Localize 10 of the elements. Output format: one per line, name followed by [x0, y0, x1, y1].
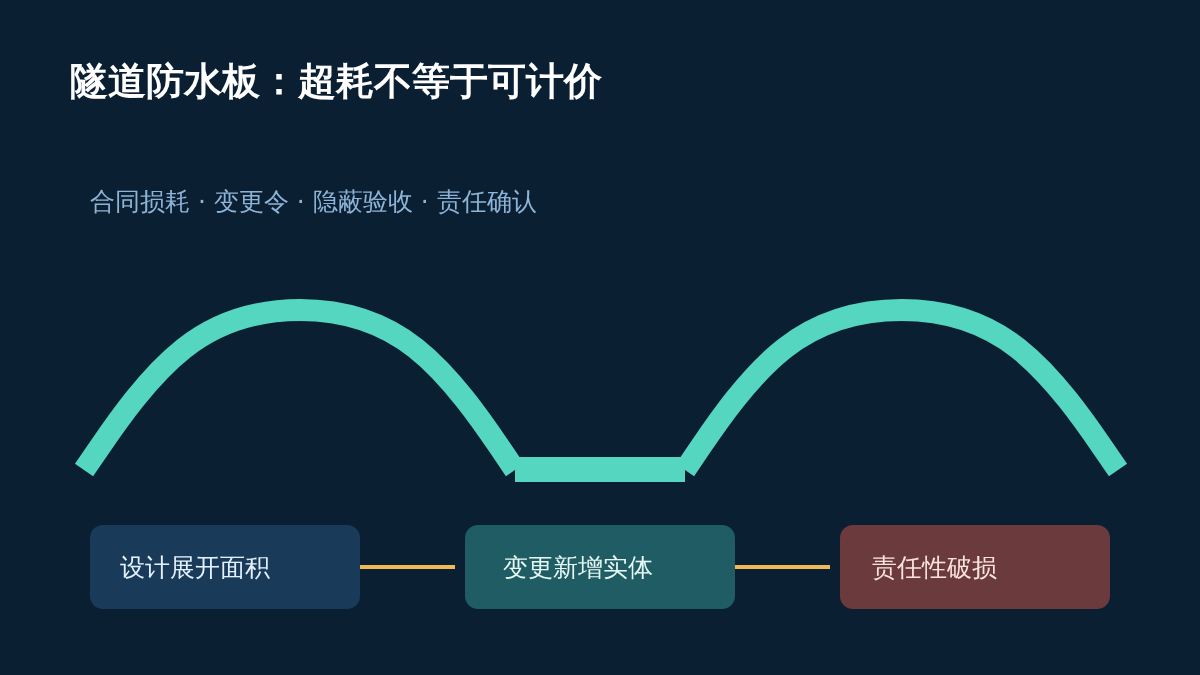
- connector-line: [735, 565, 830, 569]
- box-label: 责任性破损: [872, 551, 997, 584]
- stage-box: [90, 525, 360, 609]
- stage-box: [465, 525, 735, 609]
- title: 隧道防水板：超耗不等于可计价: [70, 58, 602, 105]
- box-label: 设计展开面积: [120, 551, 270, 584]
- subtitle: 合同损耗 · 变更令 · 隐蔽验收 · 责任确认: [90, 186, 537, 218]
- stage-box: [840, 525, 1110, 609]
- connector-line: [360, 565, 455, 569]
- box-label: 变更新增实体: [503, 551, 653, 584]
